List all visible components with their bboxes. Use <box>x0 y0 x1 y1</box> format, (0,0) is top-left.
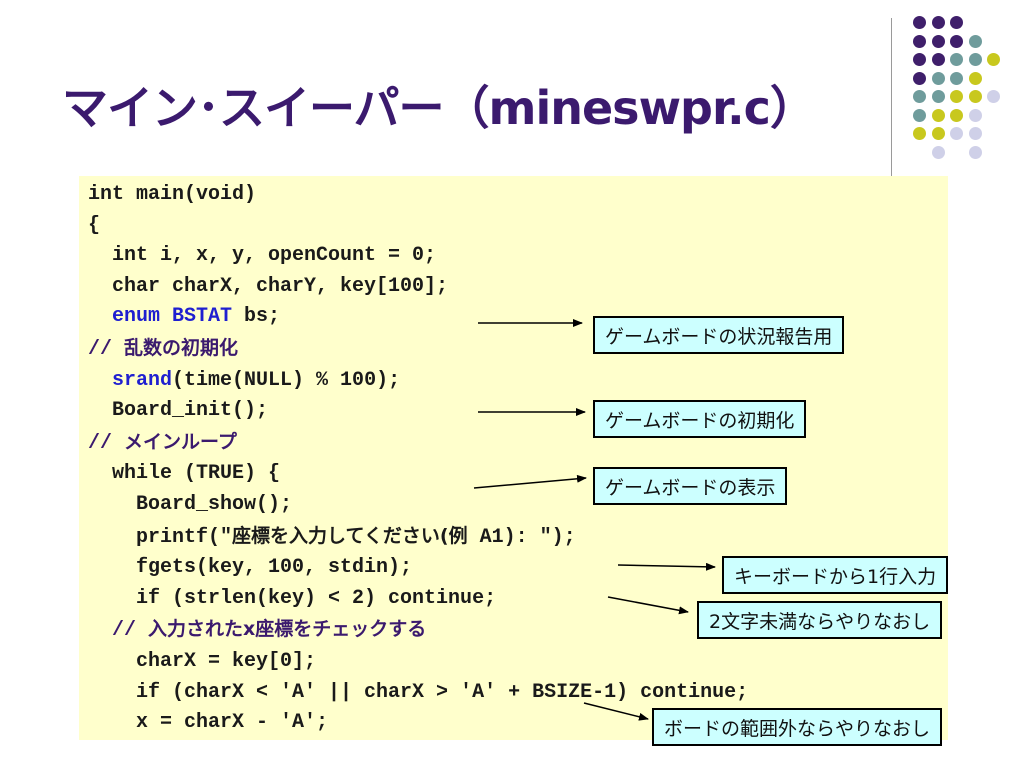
code-token: // <box>88 431 125 455</box>
code-token: charX = key[0]; <box>88 649 317 673</box>
code-token: bs; <box>232 305 281 329</box>
code-token: Board_init(); <box>88 399 269 423</box>
decorative-dot <box>931 53 945 66</box>
decorative-dot <box>968 145 982 159</box>
decorative-dot <box>950 108 963 122</box>
code-line: while (TRUE) { <box>88 462 280 485</box>
code-token: (time(NULL) % 100); <box>172 368 401 392</box>
decorative-dot <box>987 90 1000 103</box>
decorative-dot <box>913 53 926 66</box>
note-show: ゲームボードの表示 <box>593 467 788 505</box>
code-token: // <box>88 619 149 643</box>
note-status: ゲームボードの状況報告用 <box>593 316 845 354</box>
code-token: 乱数の初期化 <box>124 336 239 359</box>
code-line: srand(time(NULL) % 100); <box>88 369 400 392</box>
code-token <box>88 305 112 328</box>
decorative-dot <box>968 127 982 140</box>
note-input: キーボードから1行入力 <box>722 556 949 594</box>
code-line: fgets(key, 100, stdin); <box>88 556 412 579</box>
decorative-dot <box>950 90 963 103</box>
code-token: 座標を入力してください(例 <box>232 524 468 547</box>
code-token: char charX, charY, key[100]; <box>88 274 449 298</box>
decorative-dot <box>950 71 963 85</box>
decorative-dot <box>931 145 945 159</box>
slide-title: マイン･スイーパー（mineswpr.c） <box>62 81 816 135</box>
code-token: { <box>88 213 101 237</box>
decorative-dot <box>913 71 926 85</box>
code-line: Board_init(); <box>88 399 268 422</box>
code-token: if (strlen(key) < 2) continue; <box>88 586 497 610</box>
decorative-dot <box>968 53 982 66</box>
code-token <box>88 369 112 392</box>
decorative-dot <box>931 108 945 122</box>
code-line: int i, x, y, openCount = 0; <box>88 244 436 267</box>
code-token: while (TRUE) { <box>88 462 281 486</box>
decorative-dot <box>950 127 963 140</box>
decorative-dot <box>987 53 1000 66</box>
decorative-dot-grid <box>0 0 1024 180</box>
decorative-dot <box>950 53 963 66</box>
code-line: charX = key[0]; <box>88 650 316 673</box>
code-panel <box>79 176 948 740</box>
code-line: if (strlen(key) < 2) continue; <box>88 587 496 610</box>
decorative-dot <box>950 16 963 29</box>
code-line: if (charX < 'A' || charX > 'A' + BSIZE-1… <box>88 681 748 704</box>
code-token: x = charX - 'A'; <box>88 711 329 735</box>
code-line: int main(void) <box>88 183 256 206</box>
code-line: { <box>88 214 100 237</box>
note-range: ボードの範囲外ならやりなおし <box>652 708 943 746</box>
code-line: // メインループ <box>88 430 237 455</box>
code-token: int i, x, y, openCount = 0; <box>88 244 437 268</box>
code-token: メインループ <box>124 430 237 453</box>
decorative-dot <box>950 34 963 48</box>
code-token: srand <box>112 368 173 392</box>
code-token: A1): "); <box>467 525 576 549</box>
decorative-dot <box>931 16 945 29</box>
decorative-dot <box>913 16 926 29</box>
decorative-dot <box>913 108 926 122</box>
decorative-dot <box>931 71 945 85</box>
code-token: 入力されたx座標をチェックする <box>148 618 427 641</box>
code-line: // 入力されたx座標をチェックする <box>88 618 427 643</box>
decorative-dot <box>913 127 926 140</box>
code-token: Board_show(); <box>88 492 293 516</box>
code-token: fgets(key, 100, stdin); <box>88 556 413 580</box>
note-short: 2文字未満ならやりなおし <box>697 601 943 639</box>
decorative-dot <box>913 90 926 103</box>
divider-line <box>891 18 892 176</box>
code-line: printf("座標を入力してください(例 A1): "); <box>88 524 576 549</box>
code-token: int main(void) <box>88 183 257 206</box>
decorative-dot <box>931 127 945 140</box>
code-listing: int main(void) { int i, x, y, openCount … <box>88 180 748 739</box>
decorative-dot <box>968 34 982 48</box>
code-token: printf(" <box>88 525 233 549</box>
decorative-dot <box>913 34 926 48</box>
code-token: enum BSTAT <box>112 305 233 329</box>
decorative-dot <box>968 108 982 122</box>
code-line: enum BSTAT bs; <box>88 305 280 328</box>
decorative-dot <box>968 71 982 85</box>
code-line: x = charX - 'A'; <box>88 711 328 734</box>
decorative-dot <box>931 34 945 48</box>
code-line: // 乱数の初期化 <box>88 336 239 361</box>
decorative-dot <box>931 90 945 103</box>
note-init: ゲームボードの初期化 <box>593 400 807 438</box>
decorative-dot <box>968 90 982 103</box>
code-line: Board_show(); <box>88 493 292 516</box>
code-line: char charX, charY, key[100]; <box>88 275 448 298</box>
code-token: if (charX < 'A' || charX > 'A' + BSIZE-1… <box>88 680 749 704</box>
code-token: // <box>88 337 125 361</box>
